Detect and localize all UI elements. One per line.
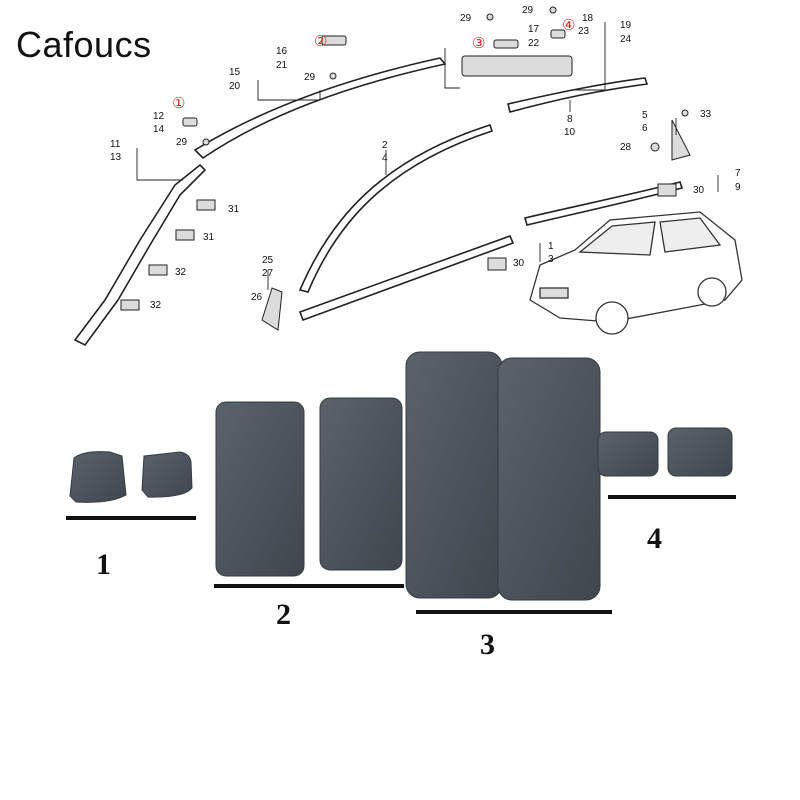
label-28: 28 [620, 142, 632, 153]
label-7: 7 [735, 168, 741, 179]
label-10: 10 [564, 127, 576, 138]
label-29a: 29 [460, 13, 472, 24]
cover-3-left [405, 351, 503, 599]
brand-logo-text: Cafoucs [16, 24, 152, 65]
label-15: 15 [229, 67, 241, 78]
label-29b: 29 [522, 5, 534, 16]
label-3: 3 [548, 254, 554, 265]
belt-molding [298, 234, 515, 322]
label-21: 21 [276, 60, 288, 71]
label-31b: 31 [203, 232, 215, 243]
label-29d: 29 [176, 137, 188, 148]
cap-1-part [182, 117, 198, 127]
label-26: 26 [251, 292, 263, 303]
product-covers [69, 351, 733, 601]
rail-base-part [461, 55, 573, 77]
suv-windows [578, 217, 722, 256]
label-5: 5 [642, 110, 648, 121]
label-29c: 29 [304, 72, 316, 83]
part-number-labels: 29 29 17 22 18 23 19 24 16 21 29 15 20 1… [110, 5, 741, 311]
group-numbers: 1 2 3 4 [96, 522, 662, 661]
front-pillar-strip [73, 163, 207, 347]
underline-2 [214, 584, 404, 588]
label-33: 33 [700, 109, 712, 120]
callout-3: ③ [472, 35, 485, 52]
label-17: 17 [528, 24, 540, 35]
suv-rear-wheel [697, 277, 727, 307]
clip-31b [175, 229, 195, 241]
cover-4-left [597, 431, 659, 477]
screw-29b [549, 6, 557, 14]
label-22: 22 [528, 38, 540, 49]
group-number-1: 1 [96, 548, 111, 581]
label-6: 6 [642, 123, 648, 134]
label-32b: 32 [150, 300, 162, 311]
label-12: 12 [153, 111, 165, 122]
leader-lines [136, 22, 719, 290]
label-23: 23 [578, 26, 590, 37]
screw-28 [650, 142, 660, 152]
clip-32b [120, 299, 140, 311]
clip-31a [196, 199, 216, 211]
cover-2-left [215, 401, 305, 577]
door-top-strip [298, 123, 494, 293]
label-19: 19 [620, 20, 632, 31]
suv-illustration [529, 211, 743, 335]
callout-4: ④ [562, 17, 575, 34]
group-underlines [66, 495, 736, 614]
cover-1-right [141, 451, 193, 498]
label-2: 2 [382, 140, 388, 151]
group-number-3: 3 [480, 628, 495, 661]
underline-1 [66, 516, 196, 520]
small-parts [120, 6, 691, 331]
cover-1-left [69, 451, 127, 503]
suv-grille [539, 287, 569, 299]
clip-32a [148, 264, 168, 276]
label-14: 14 [153, 124, 165, 135]
screw-29d [202, 138, 210, 146]
cover-3-right [497, 357, 601, 601]
cap-3-part [493, 39, 519, 49]
clip-30a [487, 257, 507, 271]
cover-2-right [319, 397, 403, 571]
label-30b: 30 [693, 185, 705, 196]
clip-30b [657, 183, 677, 197]
underline-4 [608, 495, 736, 499]
label-4: 4 [382, 153, 388, 164]
label-13: 13 [110, 152, 122, 163]
label-20: 20 [229, 81, 241, 92]
label-8: 8 [567, 114, 573, 125]
label-24: 24 [620, 34, 632, 45]
pillar-clip-part [261, 287, 283, 331]
cap-2-part [321, 35, 347, 46]
label-32a: 32 [175, 267, 187, 278]
label-31a: 31 [228, 204, 240, 215]
roof-rear-strip [507, 77, 649, 113]
suv-front-wheel [595, 301, 629, 335]
label-11: 11 [110, 139, 121, 150]
group-number-2: 2 [276, 598, 291, 631]
screw-29c [329, 72, 337, 80]
label-27: 27 [262, 268, 274, 279]
label-25: 25 [262, 255, 274, 266]
label-18: 18 [582, 13, 594, 24]
roof-molding-strips [73, 57, 684, 347]
group-number-4: 4 [647, 522, 662, 555]
underline-3 [416, 610, 612, 614]
rear-door-strip [524, 181, 684, 226]
cap-4-part [550, 29, 566, 39]
red-callouts: ① ② ③ ④ [172, 17, 575, 112]
callout-2: ② [314, 33, 327, 50]
screw-29a [486, 13, 494, 21]
cover-4-right [667, 427, 733, 477]
label-30a: 30 [513, 258, 525, 269]
label-1: 1 [548, 241, 554, 252]
screw-33 [681, 109, 689, 117]
label-9: 9 [735, 182, 741, 193]
triangle-garnish-part [671, 119, 691, 161]
label-16: 16 [276, 46, 288, 57]
callout-1: ① [172, 95, 185, 112]
